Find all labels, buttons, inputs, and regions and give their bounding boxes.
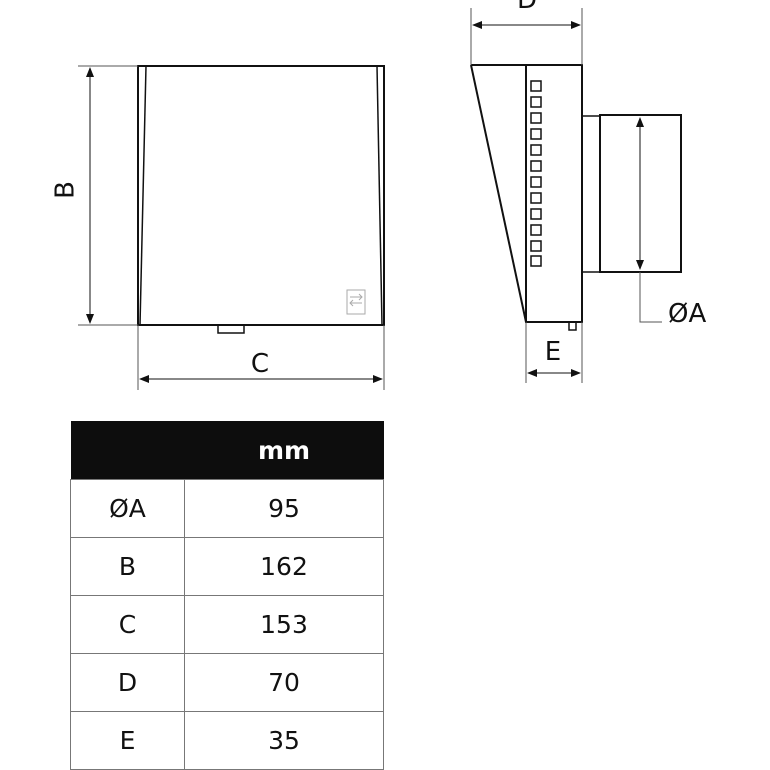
header-unit: mm: [184, 421, 384, 480]
row-dim: ØA: [70, 479, 185, 538]
row-dim: E: [70, 711, 185, 770]
label-b: B: [51, 181, 81, 199]
row-value: 153: [184, 595, 384, 654]
dimension-b: [78, 65, 138, 326]
row-value: 95: [184, 479, 384, 538]
row-value: 70: [184, 653, 384, 712]
row-dim: D: [70, 653, 185, 712]
front-view: [137, 65, 385, 334]
table-header: mm: [70, 421, 384, 480]
dimension-e: [525, 322, 583, 383]
dimension-c: [137, 325, 385, 390]
label-d: D: [517, 0, 537, 15]
technical-drawing: B C ØA D: [51, 0, 706, 390]
label-e: E: [545, 337, 561, 367]
dimension-d: [470, 8, 583, 65]
row-dim: B: [70, 537, 185, 596]
label-c: C: [251, 349, 269, 379]
flexit-logo: [346, 289, 366, 315]
row-value: 35: [184, 711, 384, 770]
row-dim: C: [70, 595, 185, 654]
header-dim: [70, 421, 185, 480]
dimension-a: [636, 117, 662, 323]
label-a: ØA: [668, 299, 706, 329]
side-view: [470, 64, 682, 331]
row-value: 162: [184, 537, 384, 596]
vent-slots: [530, 80, 542, 267]
